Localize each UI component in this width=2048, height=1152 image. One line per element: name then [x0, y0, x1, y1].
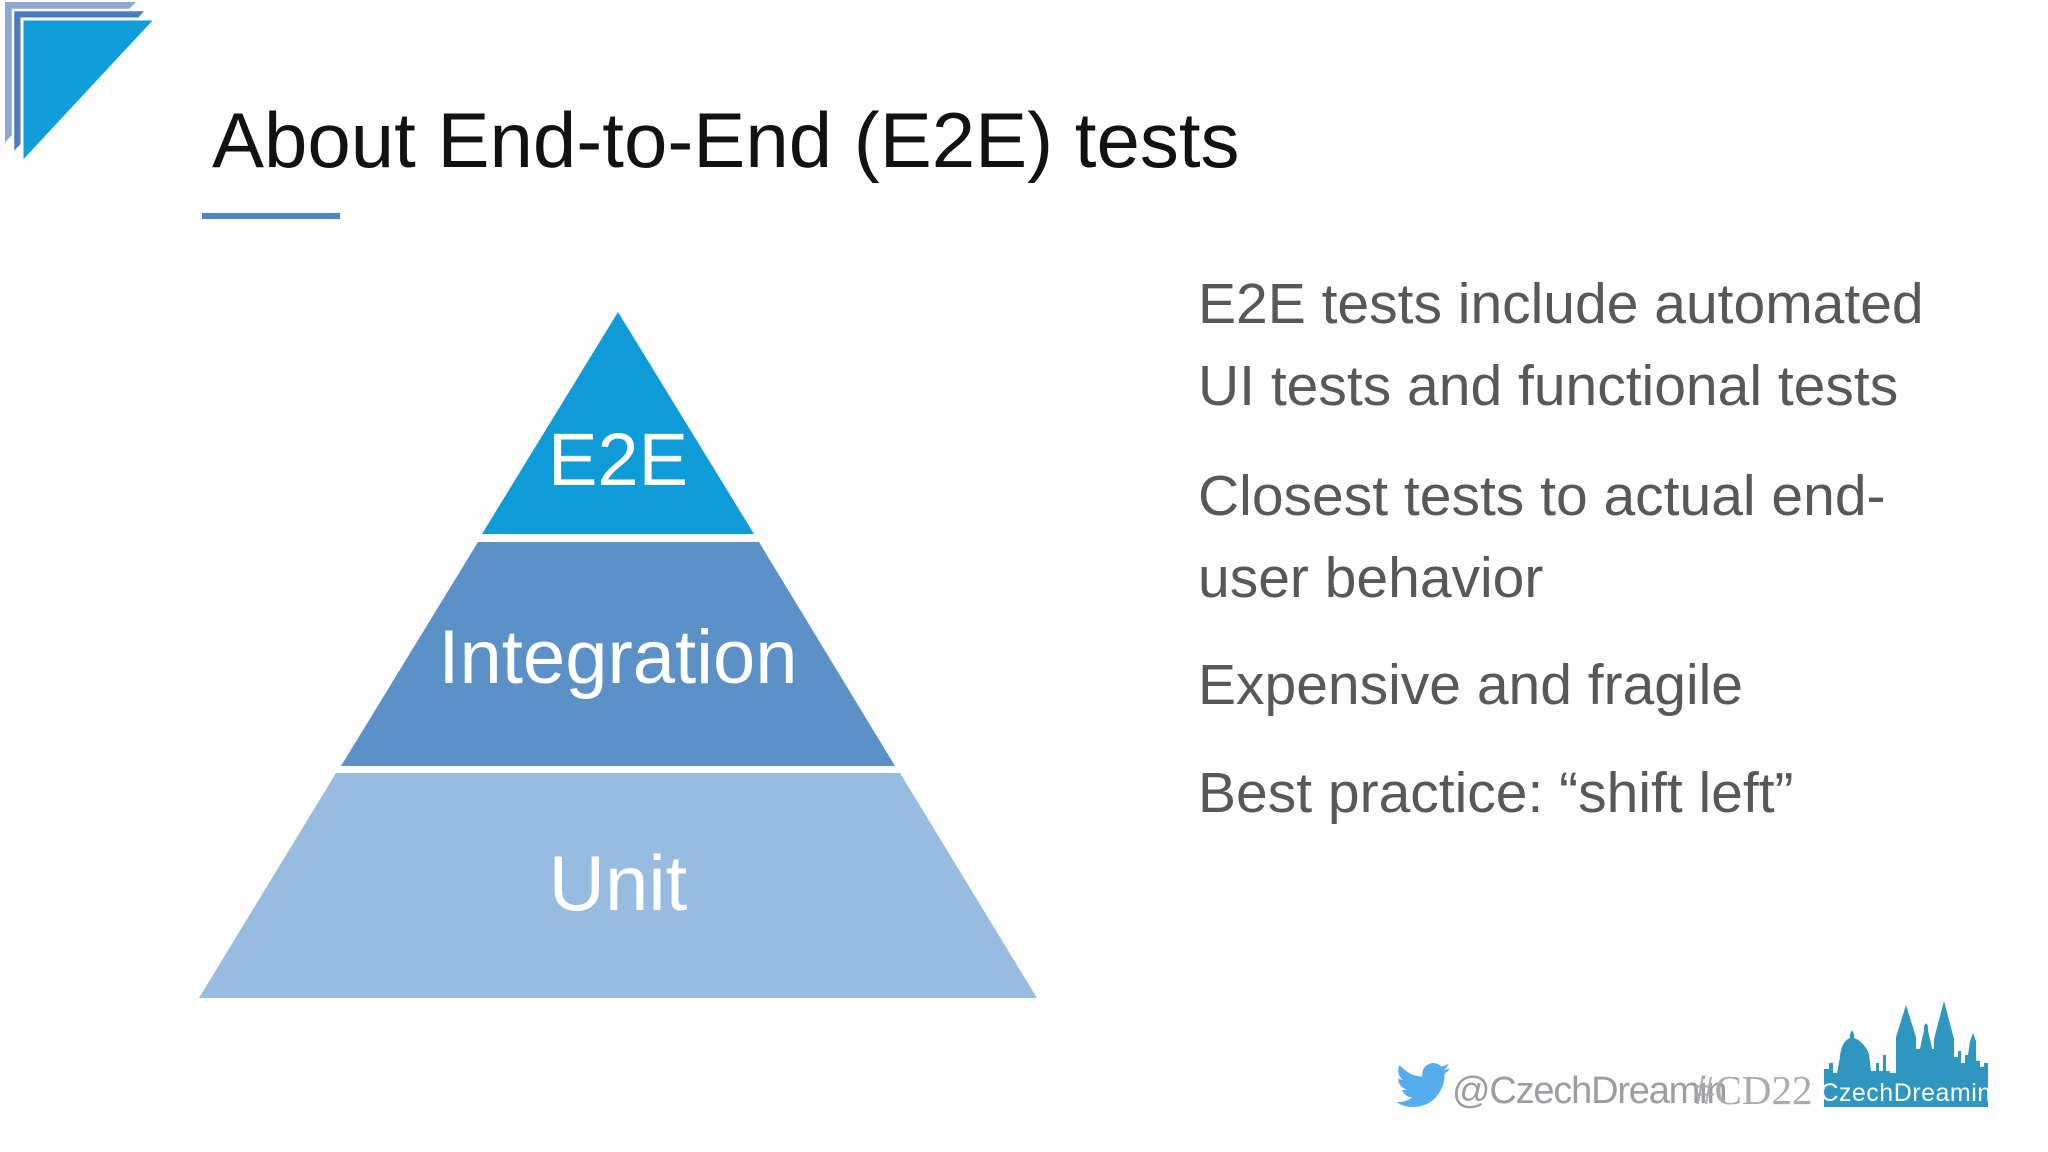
prague-skyline-icon: [1824, 1001, 1988, 1078]
czechdreamin-logo-band: [1824, 1078, 1988, 1107]
pyramid-label-e2e: E2E: [548, 418, 688, 501]
czechdreamin-logo: CzechDreamin: [1820, 1001, 1991, 1107]
twitter-icon: [1396, 1063, 1450, 1107]
title-underline: [202, 213, 340, 219]
twitter-handle: @CzechDreamin: [1452, 1070, 1727, 1112]
pyramid-label-integration: Integration: [438, 615, 797, 700]
page-title: About End-to-End (E2E) tests: [212, 96, 1240, 184]
bullet-closest-tests: Closest tests to actual end- user behavi…: [1198, 464, 1886, 610]
bullet-e2e-includes: E2E tests include automated UI tests and…: [1198, 272, 1924, 418]
bullet-best-practice: Best practice: “shift left”: [1198, 761, 1794, 825]
pyramid-layer-unit: [199, 773, 1037, 998]
twitter-bird-glyph: [1396, 1063, 1450, 1107]
logo-triangle-front: [20, 17, 160, 167]
pyramid-layer-e2e: [482, 312, 754, 534]
layered-triangles-icon: [3, 0, 160, 167]
czechdreamin-logo-label: CzechDreamin: [1820, 1079, 1991, 1107]
bullet-expensive-fragile: Expensive and fragile: [1198, 653, 1744, 717]
event-hashtag: #CD22: [1694, 1067, 1813, 1113]
pyramid-layer-integration: [341, 542, 895, 766]
pyramid-label-unit: Unit: [549, 839, 688, 927]
